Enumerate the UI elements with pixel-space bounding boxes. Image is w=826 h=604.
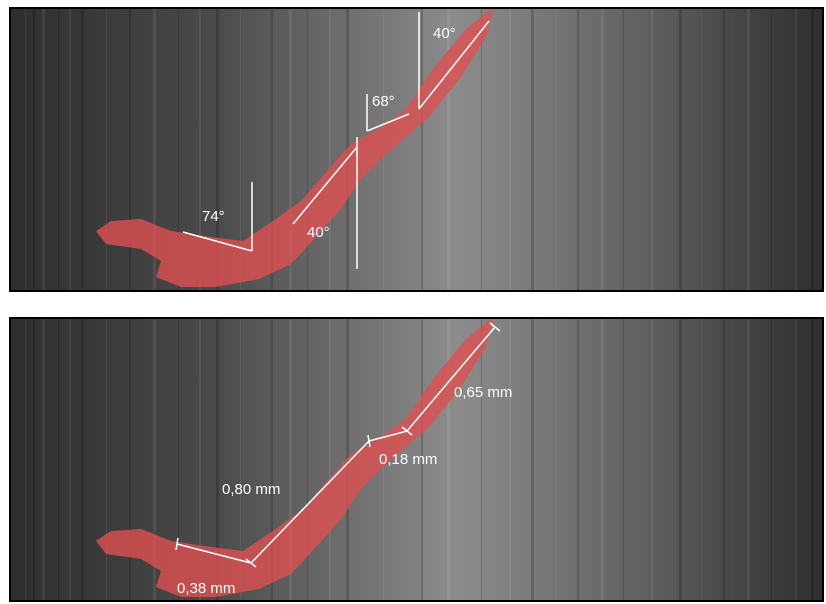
length-label-middle: 0,80 mm: [222, 481, 280, 498]
micrograph-background: [11, 9, 822, 290]
length-lines: [175, 322, 501, 568]
angle-label-middle: 68°: [372, 93, 395, 110]
stripe: [771, 9, 772, 290]
length-image: 0,65 mm 0,18 mm 0,80 mm 0,38 mm: [11, 319, 822, 600]
stripe: [623, 9, 624, 290]
stripe: [679, 319, 682, 600]
stripe: [289, 319, 292, 600]
angle-label-top-right: 40°: [433, 25, 456, 42]
stripe: [421, 9, 423, 290]
stripe: [556, 319, 557, 600]
stripe: [58, 9, 59, 290]
stripe: [81, 319, 84, 600]
stripe: [531, 319, 534, 600]
stripe: [329, 9, 331, 290]
stripe: [129, 319, 131, 600]
stripe: [240, 319, 241, 600]
red-overlay-region: [96, 9, 493, 287]
angle-measurement-panel: 40° 68° 74° 40°: [9, 7, 824, 292]
stripe: [795, 319, 797, 600]
length-measurement-panel: 0,65 mm 0,18 mm 0,80 mm 0,38 mm: [9, 317, 824, 602]
stripe: [601, 319, 604, 600]
stripe: [531, 9, 534, 290]
stripe: [25, 319, 26, 600]
stripe: [679, 9, 682, 290]
stripe: [129, 9, 131, 290]
stripe: [747, 9, 750, 290]
stripe: [601, 9, 604, 290]
stripe: [153, 9, 156, 290]
stripe: [556, 9, 557, 290]
stripe: [216, 319, 219, 600]
stripe: [178, 9, 179, 290]
stripe: [701, 319, 702, 600]
stripe: [421, 319, 423, 600]
stripe: [33, 319, 35, 600]
red-overlay-region: [96, 319, 493, 597]
stripe: [481, 9, 482, 290]
stripe: [723, 319, 725, 600]
stripe: [747, 319, 750, 600]
stripe: [58, 319, 59, 600]
angle-image: 40° 68° 74° 40°: [11, 9, 822, 290]
stripe: [447, 319, 450, 600]
stripe: [271, 319, 273, 600]
stripe: [811, 9, 814, 290]
stripe: [577, 319, 579, 600]
length-label-short: 0,18 mm: [379, 451, 437, 468]
stripe: [795, 9, 797, 290]
stripe: [106, 319, 107, 600]
length-label-bottom: 0,38 mm: [177, 580, 235, 597]
stripe: [271, 9, 273, 290]
angle-label-bottom: 40°: [307, 224, 330, 241]
stripe: [651, 319, 653, 600]
length-label-upper: 0,65 mm: [454, 384, 512, 401]
vertical-stripes: [25, 319, 814, 600]
stripe: [199, 319, 201, 600]
stripe: [69, 319, 71, 600]
stripe: [81, 9, 84, 290]
stripe: [651, 9, 653, 290]
stripe: [33, 9, 35, 290]
stripe: [106, 9, 107, 290]
stripe: [701, 9, 702, 290]
stripe: [25, 9, 26, 290]
angle-lines: [182, 12, 490, 269]
stripe: [509, 9, 511, 290]
vertical-stripes: [25, 9, 814, 290]
stripe: [509, 319, 511, 600]
stripe: [178, 319, 179, 600]
stripe: [329, 319, 331, 600]
stripe: [771, 319, 772, 600]
stripe: [723, 9, 725, 290]
stripe: [307, 9, 308, 290]
stripe: [216, 9, 219, 290]
angle-label-left: 74°: [202, 208, 225, 225]
stripe: [69, 9, 71, 290]
stripe: [240, 9, 241, 290]
stripe: [42, 9, 45, 290]
stripe: [623, 319, 624, 600]
stripe: [811, 319, 814, 600]
stripe: [307, 319, 308, 600]
stripe: [199, 9, 201, 290]
stripe: [577, 9, 579, 290]
stripe: [42, 319, 45, 600]
stripe: [289, 9, 292, 290]
stripe: [481, 319, 482, 600]
stripe: [447, 9, 450, 290]
stripe: [153, 319, 156, 600]
